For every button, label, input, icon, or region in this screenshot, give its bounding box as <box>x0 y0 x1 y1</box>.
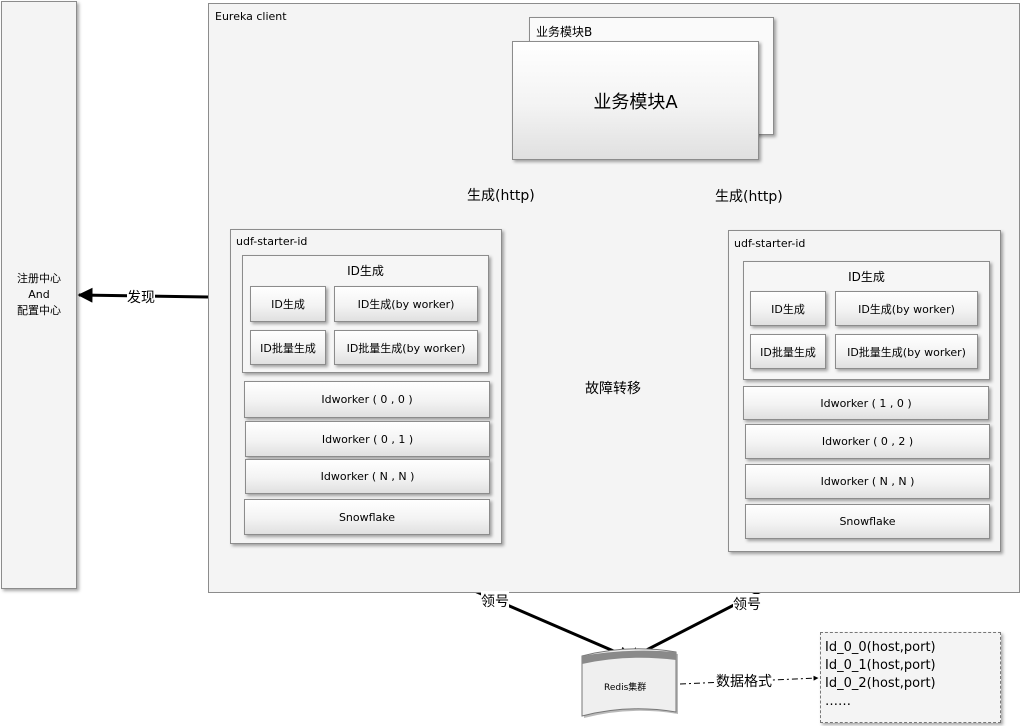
registry-line1: 注册中心 <box>17 272 61 285</box>
discover-label: 发现 <box>127 287 155 307</box>
idworker-row: Idworker ( N , N ) <box>245 459 490 494</box>
idworker-row: Idworker ( 0 , 0 ) <box>244 381 490 418</box>
generate-left-label: 生成(http) <box>467 185 535 205</box>
redis-cluster <box>581 648 678 718</box>
idworker-row: Idworker ( 1 , 0 ) <box>743 386 989 420</box>
data-format-legend: Id_0_0(host,port) Id_0_1(host,port) Id_0… <box>820 632 1001 723</box>
snowflake-row: Snowflake <box>244 499 490 535</box>
receive-right-label: 领号 <box>733 594 761 614</box>
redis-label: Redis集群 <box>604 683 647 693</box>
eureka-title: Eureka client <box>215 10 287 23</box>
receive-left-label: 领号 <box>481 591 509 611</box>
legend-line: Id_0_0(host,port) <box>825 640 936 655</box>
legend-line: Id_0_1(host,port) <box>825 658 936 673</box>
business-module-a: 业务模块A <box>512 41 759 160</box>
id-batch-generate-button[interactable]: ID批量生成 <box>750 334 826 369</box>
data-format-arrow <box>679 675 819 685</box>
failover-label: 故障转移 <box>585 378 641 398</box>
starter-right-title: udf-starter-id <box>734 237 806 250</box>
registry-line3: 配置中心 <box>17 304 61 317</box>
id-group-title: ID生成 <box>848 270 885 284</box>
idworker-row: Idworker ( 0 , 1 ) <box>245 421 490 457</box>
snowflake-row: Snowflake <box>745 504 990 539</box>
idworker-row: Idworker ( 0 , 2 ) <box>745 424 990 459</box>
starter-left-title: udf-starter-id <box>236 235 308 248</box>
id-group-title: ID生成 <box>347 264 384 278</box>
module-b-label: 业务模块B <box>536 25 593 39</box>
id-batch-generate-button[interactable]: ID批量生成 <box>250 330 326 365</box>
module-a-label: 业务模块A <box>593 91 678 113</box>
id-generate-button[interactable]: ID生成 <box>750 291 826 326</box>
id-batch-generate-by-worker-button[interactable]: ID批量生成(by worker) <box>334 330 478 365</box>
id-generate-by-worker-button[interactable]: ID生成(by worker) <box>334 286 478 322</box>
id-generate-button[interactable]: ID生成 <box>250 286 326 322</box>
legend-line: …… <box>825 694 851 709</box>
legend-line: Id_0_2(host,port) <box>825 676 936 691</box>
idworker-row: Idworker ( N , N ) <box>745 464 990 499</box>
id-generate-by-worker-button[interactable]: ID生成(by worker) <box>835 291 978 326</box>
registry-config-center: 注册中心 And 配置中心 <box>1 1 77 589</box>
id-batch-generate-by-worker-button[interactable]: ID批量生成(by worker) <box>835 334 978 369</box>
generate-right-label: 生成(http) <box>715 186 783 206</box>
registry-line2: And <box>28 288 50 301</box>
data-format-label: 数据格式 <box>716 671 772 691</box>
